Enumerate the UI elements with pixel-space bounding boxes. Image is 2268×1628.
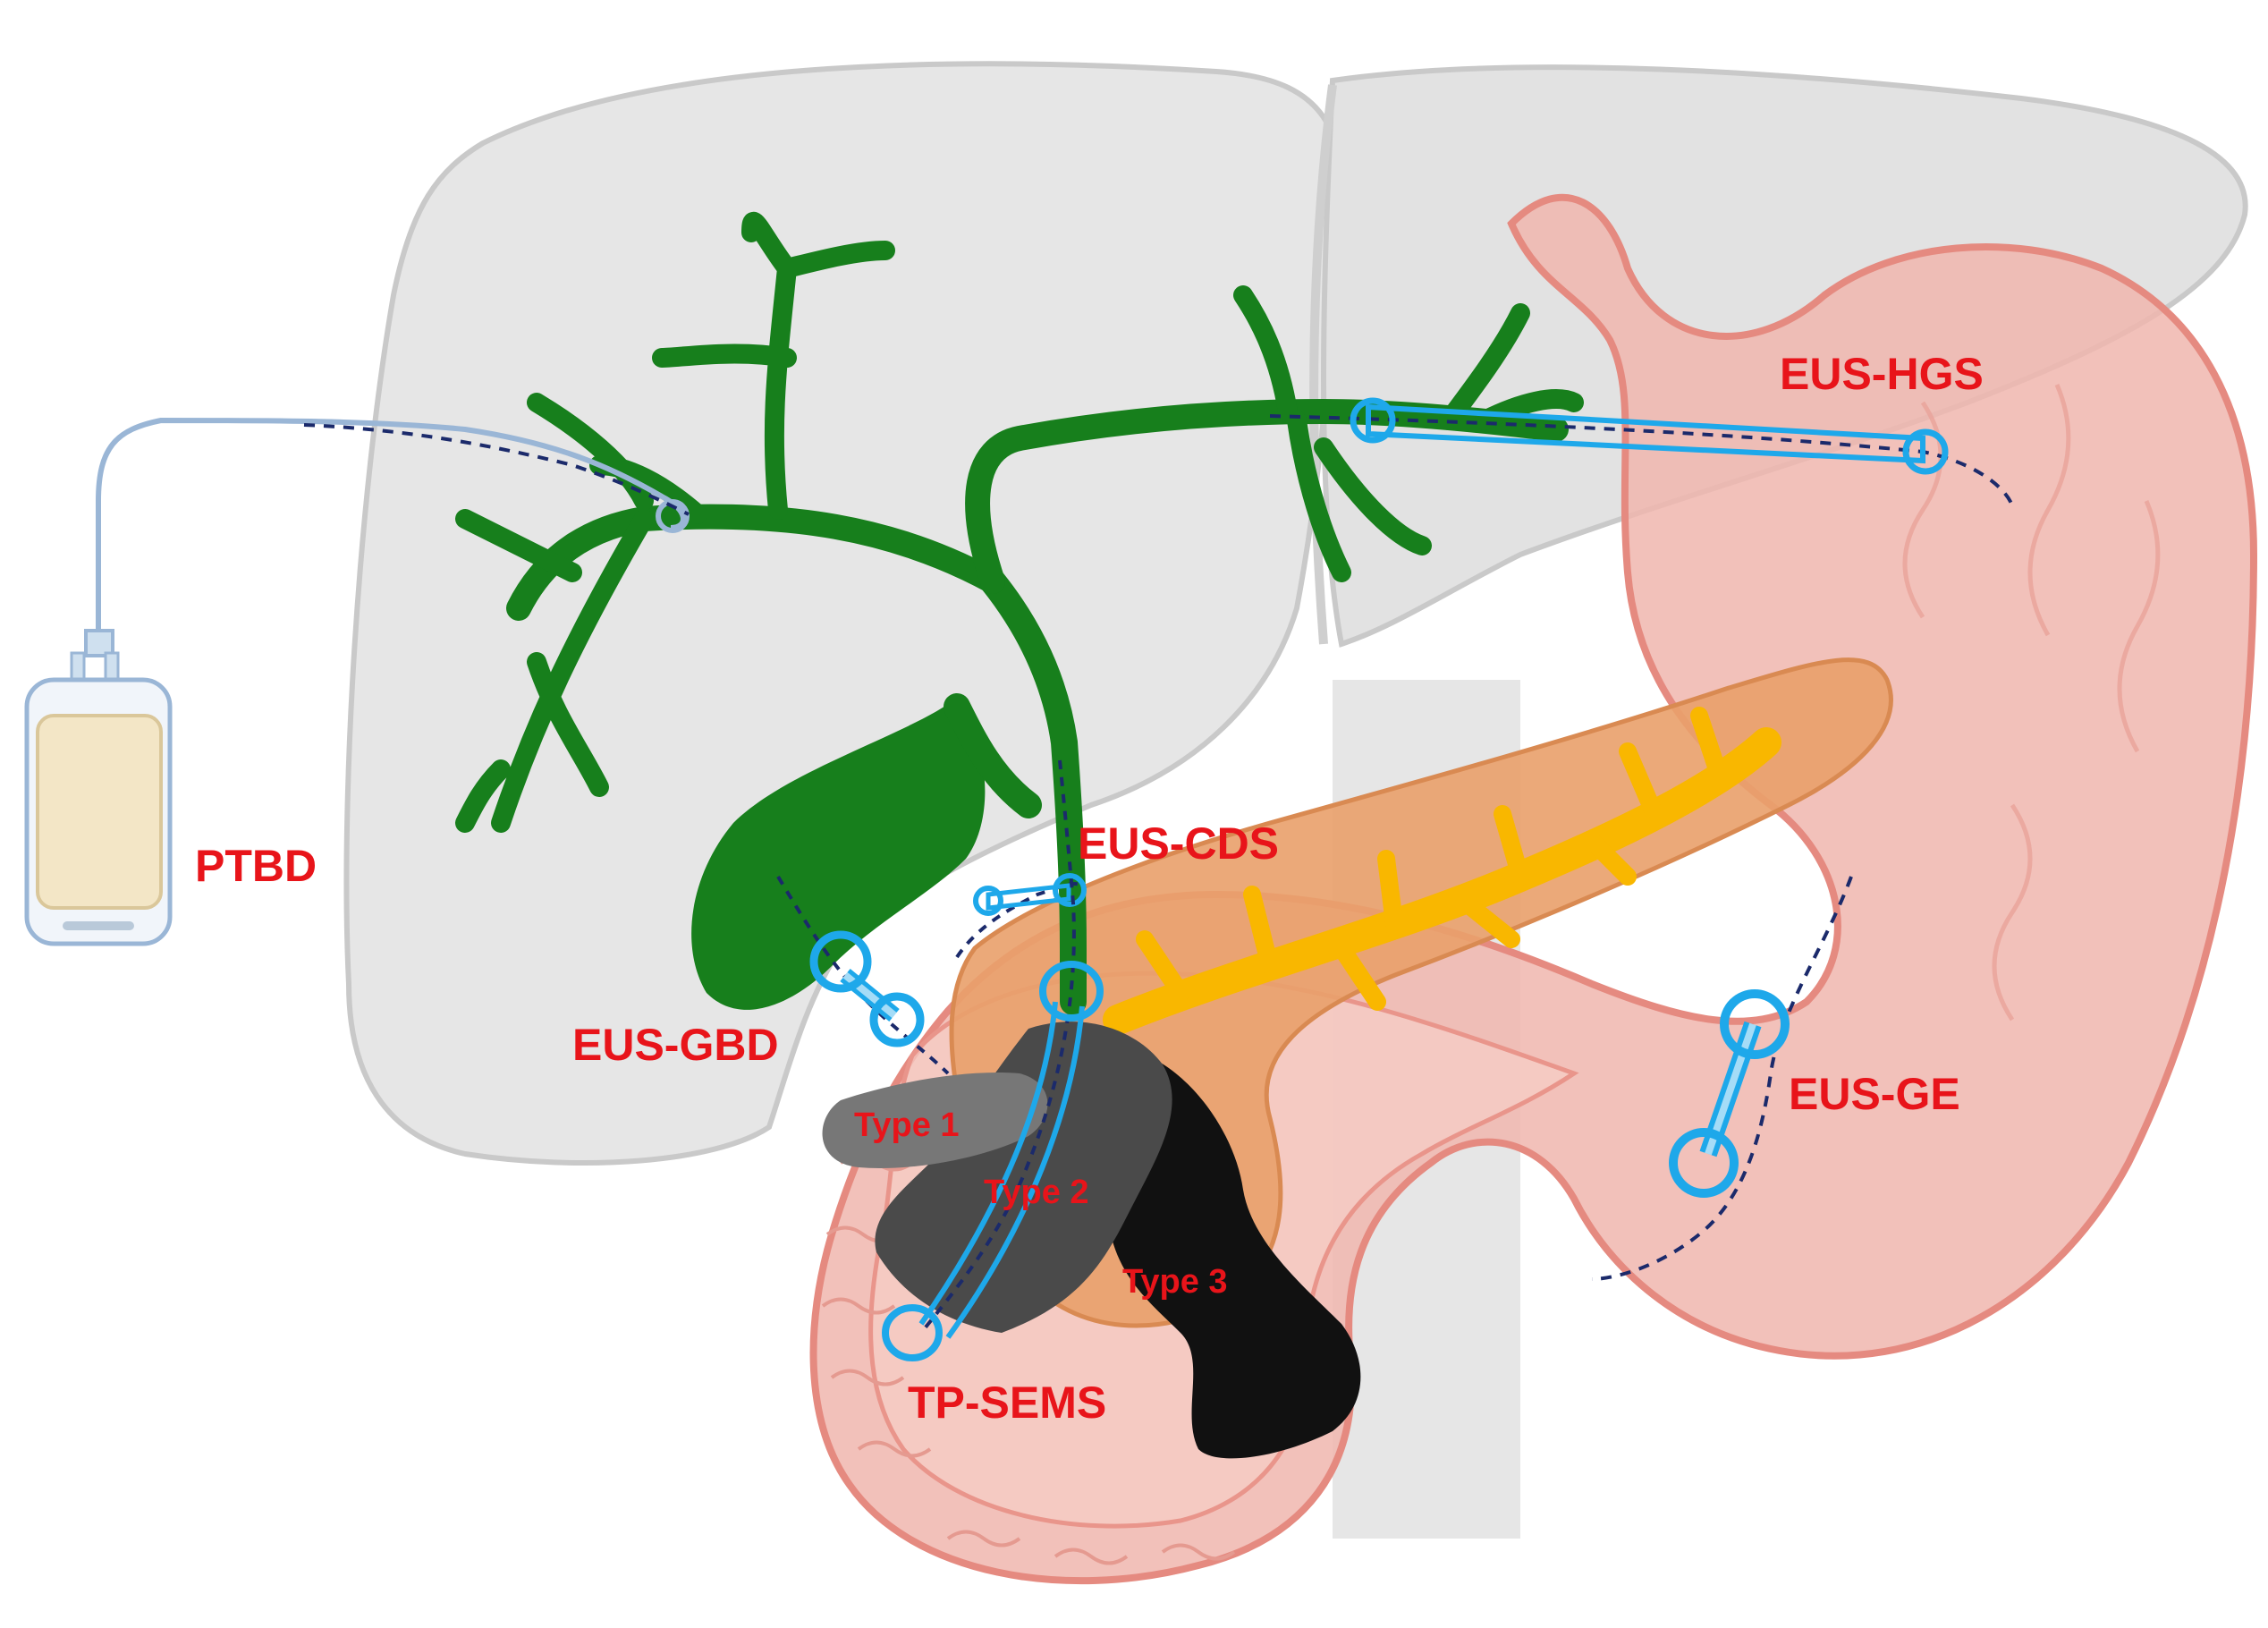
tumor-type-1 — [822, 1073, 1048, 1168]
ptbd-guidewire — [303, 423, 690, 516]
label-eus-cds: EUS-CDS — [1078, 818, 1279, 869]
eus-hgs-flange-distal — [1902, 428, 1949, 475]
eus-ge-flange-proximal — [1720, 989, 1790, 1059]
pancreatic-duct — [1103, 727, 1781, 1035]
eus-ge-flange-distal — [1669, 1128, 1739, 1198]
ptbd-drain — [24, 417, 690, 946]
tp-sems-flange-proximal — [1039, 961, 1104, 1022]
eus-cds-stent-body — [986, 883, 1071, 911]
falciform-ligament — [1309, 84, 1337, 645]
tp-sems-stent-body — [918, 1001, 1085, 1339]
eus-hgs-flange-proximal — [1350, 397, 1396, 444]
eus-ge-stent — [1591, 876, 1853, 1281]
eus-cds-flange-distal — [1053, 873, 1087, 907]
label-tp-sems: TP-SEMS — [908, 1378, 1106, 1428]
left-duct-branches — [1233, 285, 1584, 582]
tumors — [822, 1022, 1361, 1459]
label-type-1: Type 1 — [854, 1107, 960, 1144]
tp-sems-guidewire — [919, 759, 1076, 1335]
right-duct-branches — [455, 211, 895, 833]
cystic-duct — [944, 693, 1042, 818]
label-eus-ge: EUS-GE — [1789, 1069, 1960, 1119]
pancreatic-duct-branches — [1136, 707, 1726, 1011]
tumor-type-2 — [875, 1022, 1172, 1333]
eus-hgs-stent-body — [1366, 403, 1925, 464]
label-eus-hgs: EUS-HGS — [1780, 349, 1984, 399]
labels: PTBD EUS-HGS EUS-CDS EUS-GBD EUS-GE TP-S… — [195, 349, 1984, 1428]
ptbd-tubing — [96, 417, 686, 653]
eus-gbd-flange-distal — [869, 992, 925, 1047]
tp-sems-flange-distal — [882, 1304, 943, 1361]
eus-cds-flange-proximal — [973, 886, 1003, 916]
tp-sems-stent — [882, 759, 1104, 1361]
eus-hgs-stent — [1269, 397, 2014, 506]
label-ptbd: PTBD — [195, 841, 317, 891]
eus-gbd-guidewire — [776, 875, 950, 1075]
eus-gbd-stent — [776, 875, 950, 1075]
label-type-2: Type 2 — [984, 1174, 1089, 1211]
ptbd-pigtail — [656, 499, 690, 533]
drainage-bag-icon — [24, 629, 173, 946]
eus-ge-guidewire — [1591, 876, 1853, 1281]
common-bile-duct — [979, 568, 1087, 1015]
label-type-3: Type 3 — [1122, 1263, 1228, 1301]
eus-gbd-flange-proximal — [809, 930, 872, 993]
gallbladder — [691, 698, 986, 1010]
gastric-folds — [1902, 384, 2161, 1022]
tumor-type-3 — [1103, 1047, 1361, 1459]
label-eus-gbd: EUS-GBD — [572, 1020, 779, 1070]
biliary-tree — [455, 211, 1584, 1015]
